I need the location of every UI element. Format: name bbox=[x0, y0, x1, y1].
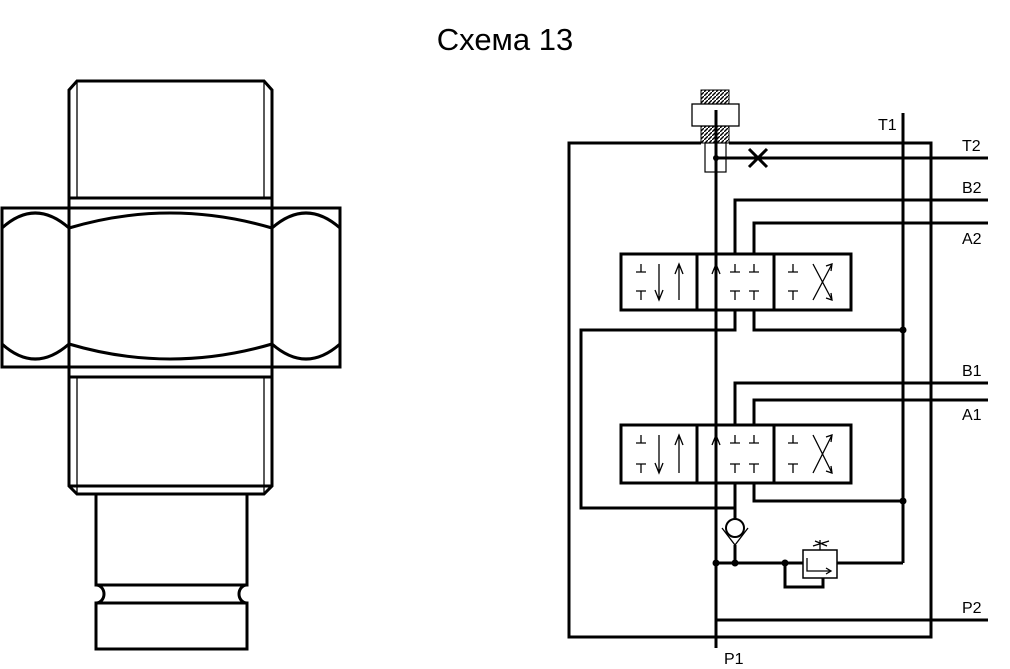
port-label-b2: B2 bbox=[962, 180, 982, 197]
relief-valve-icon bbox=[802, 540, 838, 579]
directional-valve-lower bbox=[619, 423, 853, 485]
port-label-p1: P1 bbox=[724, 651, 744, 668]
port-label-b1: B1 bbox=[962, 363, 982, 380]
plug-x-icon bbox=[747, 147, 769, 169]
diagram-title: Схема 13 bbox=[436, 22, 574, 57]
cartridge-side-view bbox=[0, 79, 342, 651]
port-label-t2: T2 bbox=[962, 138, 981, 155]
port-label-a2: A2 bbox=[962, 231, 982, 248]
hydraulic-schematic: T1 T2 B2 A2 B1 A1 P2 P1 bbox=[567, 89, 988, 668]
port-label-a1: A1 bbox=[962, 407, 982, 424]
directional-valve-upper bbox=[619, 252, 853, 312]
port-label-p2: P2 bbox=[962, 600, 982, 617]
check-valve-icon bbox=[721, 508, 749, 563]
port-label-t1: T1 bbox=[878, 117, 897, 134]
manifold-outline bbox=[567, 141, 933, 639]
